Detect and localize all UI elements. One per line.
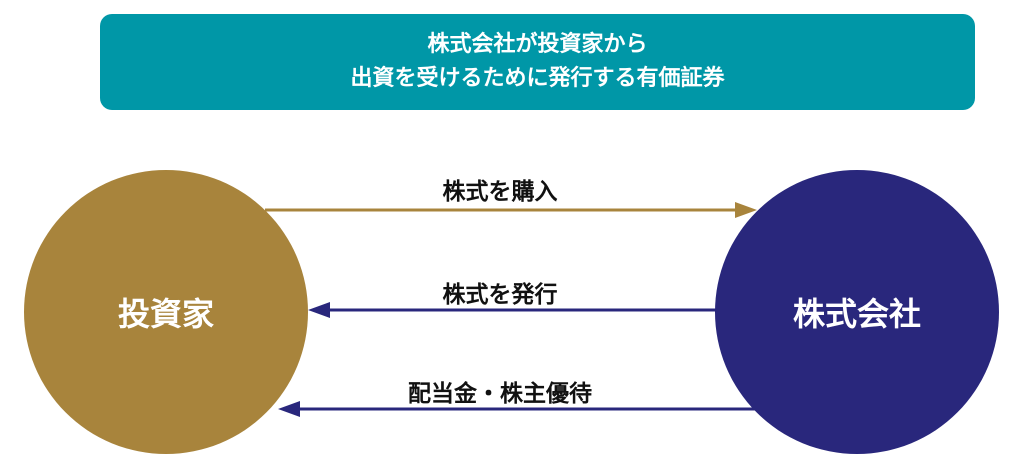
company-label: 株式会社: [792, 295, 921, 333]
arrow-dividends: [278, 401, 756, 417]
definition-banner: 株式会社が投資家から 出資を受けるために発行する有価証券: [100, 14, 975, 110]
issue-shares-label: 株式を発行: [442, 282, 558, 308]
banner-line-1: 株式会社が投資家から: [427, 32, 648, 57]
arrow-issue-shares: [308, 302, 716, 318]
arrow-buy-shares: [265, 202, 757, 218]
investor-node: 投資家: [24, 170, 308, 454]
dividends-label: 配当金・株主優待: [408, 381, 592, 407]
company-node: 株式会社: [715, 170, 999, 454]
banner-line-2: 出資を受けるために発行する有価証券: [350, 66, 725, 91]
investor-label: 投資家: [117, 295, 214, 333]
buy-shares-label: 株式を購入: [442, 179, 558, 205]
